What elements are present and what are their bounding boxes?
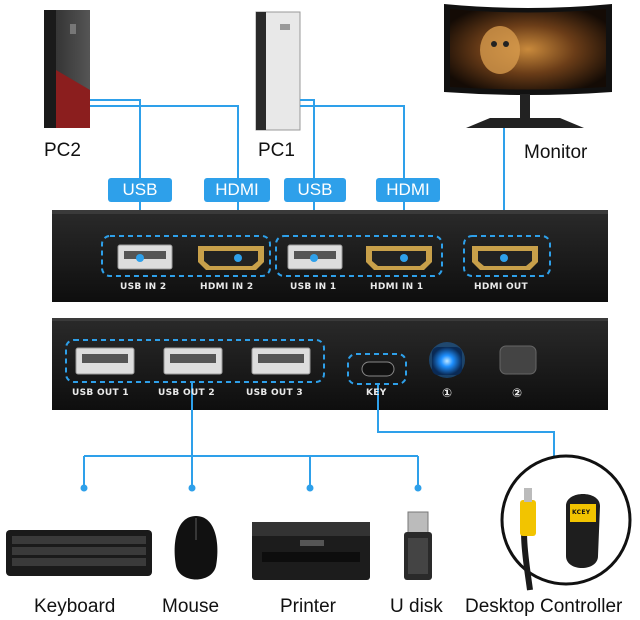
usb-out-3-label: USB OUT 3 <box>246 388 303 398</box>
lower-connection-lines <box>83 382 555 488</box>
led-2-icon <box>499 345 537 375</box>
lower-plug-dots <box>80 484 422 492</box>
printer-label: Printer <box>280 596 336 617</box>
usb-tag-pc2: USB <box>108 178 172 202</box>
hdmi-out-label: HDMI OUT <box>474 282 528 292</box>
controller-logo: KCEY <box>572 509 591 516</box>
pc2-label: PC2 <box>44 140 81 161</box>
kvm-back-panel <box>52 210 608 302</box>
usb-out-2-label: USB OUT 2 <box>158 388 215 398</box>
desktop-controller-label: Desktop Controller <box>465 596 623 617</box>
usb-in-1-label: USB IN 1 <box>290 282 337 292</box>
pc1-label: PC1 <box>258 140 295 161</box>
usb-out-1-label: USB OUT 1 <box>72 388 129 398</box>
pc2-tower-icon <box>44 10 90 128</box>
usb-in-2-label: USB IN 2 <box>120 282 167 292</box>
hdmi-in-1-label: HDMI IN 1 <box>370 282 424 292</box>
back-plug-dots <box>136 254 508 262</box>
usb-tag-pc1: USB <box>284 178 346 202</box>
led-1-label: ① <box>442 386 453 400</box>
hdmi-tag-pc1: HDMI <box>376 178 440 202</box>
keyboard-label: Keyboard <box>34 596 116 617</box>
hdmi-tag-pc2: HDMI <box>204 178 270 202</box>
monitor-icon <box>444 4 612 128</box>
monitor-label: Monitor <box>524 142 588 163</box>
desktop-controller-icon <box>500 454 632 591</box>
printer-icon <box>252 522 370 580</box>
led-1-icon <box>432 347 462 375</box>
key-label: KEY <box>366 388 387 398</box>
pc1-tower-icon <box>255 11 301 131</box>
led-2-label: ② <box>512 386 523 400</box>
udisk-icon <box>404 511 432 580</box>
udisk-label: U disk <box>390 596 443 617</box>
hdmi-in-2-label: HDMI IN 2 <box>200 282 254 292</box>
keyboard-icon <box>6 530 152 576</box>
mouse-label: Mouse <box>162 596 220 617</box>
mouse-icon <box>174 516 218 580</box>
